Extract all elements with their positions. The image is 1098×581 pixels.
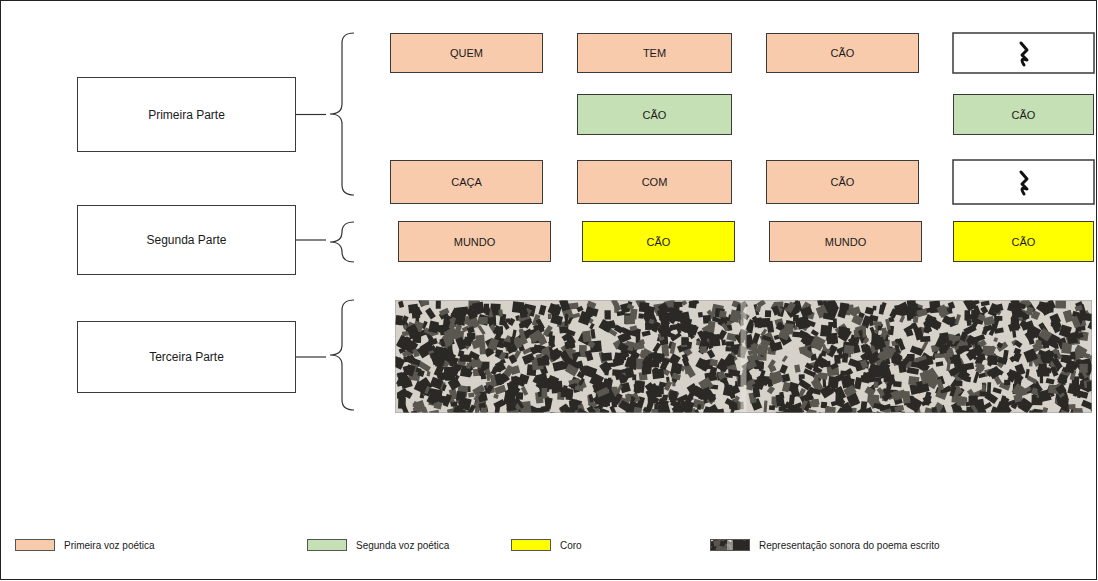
word-box: CÃO [953, 94, 1094, 135]
word-box: MUNDO [769, 221, 922, 262]
legend-item: Primeira voz poética [15, 539, 155, 551]
part-box: Terceira Parte [77, 321, 296, 393]
box-label: QUEM [446, 47, 487, 59]
box-label: TEM [639, 47, 670, 59]
word-box: CAÇA [390, 160, 543, 204]
curly-brace [330, 222, 354, 262]
box-label: CAÇA [447, 176, 486, 188]
legend-swatch [710, 539, 750, 551]
word-box: CÃO [577, 94, 732, 135]
poem-collage [395, 300, 1092, 413]
curly-brace [330, 33, 354, 195]
legend-item: Segunda voz poética [307, 539, 449, 551]
legend-item: Coro [511, 539, 582, 551]
part-box: Primeira Parte [77, 77, 296, 152]
box-label: CÃO [1008, 236, 1040, 248]
legend-swatch [511, 539, 551, 551]
legend-label: Coro [560, 540, 582, 551]
word-box: CÃO [766, 160, 919, 204]
curly-brace [330, 300, 354, 410]
word-box: CÃO [953, 221, 1094, 262]
part-box: Segunda Parte [77, 205, 296, 275]
box-label: Segunda Parte [142, 233, 230, 247]
legend-swatch [307, 539, 347, 551]
box-label: CÃO [639, 109, 671, 121]
poem-collage [710, 539, 750, 551]
word-box: CÃO [582, 221, 735, 262]
brace-line [296, 356, 326, 357]
word-box: COM [577, 160, 732, 204]
box-label: MUNDO [450, 236, 500, 248]
legend-swatch [15, 539, 55, 551]
word-box: QUEM [390, 33, 543, 73]
box-label: Primeira Parte [144, 108, 229, 122]
brace-line [296, 239, 326, 240]
word-box: CÃO [766, 33, 919, 73]
legend-item: Representação sonora do poema escrito [710, 539, 940, 551]
legend-label: Representação sonora do poema escrito [759, 540, 940, 551]
legend-label: Segunda voz poética [356, 540, 449, 551]
box-label: Terceira Parte [145, 350, 228, 364]
rest-symbol [1021, 43, 1027, 65]
box-label: CÃO [827, 47, 859, 59]
brace-line [296, 114, 326, 115]
rest-box [953, 160, 1094, 204]
rest-box [953, 33, 1094, 73]
box-label: CÃO [643, 236, 675, 248]
word-box: MUNDO [398, 221, 551, 262]
box-label: CÃO [827, 176, 859, 188]
rest-symbol [1021, 172, 1027, 194]
box-label: MUNDO [821, 236, 871, 248]
word-box: TEM [577, 33, 732, 73]
box-label: CÃO [1008, 109, 1040, 121]
legend-label: Primeira voz poética [64, 540, 155, 551]
box-label: COM [638, 176, 672, 188]
